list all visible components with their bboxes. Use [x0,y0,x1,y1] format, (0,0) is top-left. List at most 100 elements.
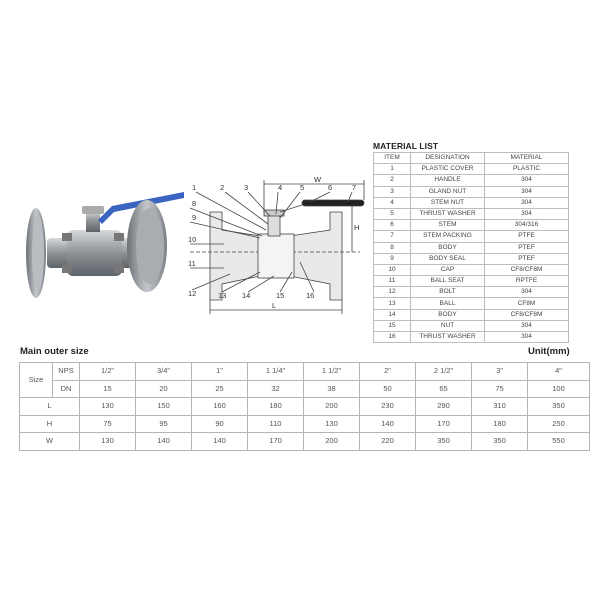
designation: BODY [410,308,485,321]
material: 304 [484,196,569,209]
item-number: 16 [373,330,411,344]
callout-15: 15 [276,291,284,300]
item-number: 9 [373,252,411,265]
item-number: 12 [373,286,411,299]
cell-value: 200 [303,432,360,451]
row-label: W [19,432,80,451]
item-number: 2 [373,174,411,187]
cell-value: 75 [79,414,136,433]
cell-value: 230 [359,397,416,416]
item-number: 5 [373,207,411,221]
callout-14: 14 [242,291,250,300]
cell-value: 200 [303,397,360,416]
cell-value: 350 [527,397,590,416]
dimension-row-l: L 130 150 160 180 200 230 290 310 350 [19,397,590,416]
dn-value: 15 [79,379,136,398]
material: CF8M [484,297,569,310]
cell-value: 180 [247,397,304,416]
material: 304 [484,174,569,187]
dn-row: DN 15 20 25 32 38 50 65 75 100 [20,379,590,398]
designation: BOLT [410,286,485,299]
header-designation: DESIGNATION [410,151,485,165]
item-number: 4 [373,196,411,209]
callout-11: 11 [188,259,196,268]
dn-value: 50 [359,379,416,398]
designation: HANDLE [410,174,485,187]
cell-value: 550 [527,432,590,451]
callout-3: 3 [244,183,248,192]
table-header-row: ITEM DESIGNATION MATERIAL [373,151,569,165]
material: RPTFE [484,275,569,288]
nps-value: 1/2" [79,362,136,381]
material: CF8/CF8M [484,308,569,321]
item-number: 7 [373,230,411,243]
dimension-row-h: H 75 95 90 110 130 140 170 180 250 [19,414,590,433]
callout-7: 7 [352,183,356,192]
unit-label: Unit(mm) [528,346,570,357]
nps-value: 1" [191,362,248,381]
callout-5: 5 [300,183,304,192]
cell-value: 130 [303,414,360,433]
cell-value: 350 [415,432,472,451]
dn-label: DN [52,379,80,398]
material: PLASTIC [484,163,569,176]
cell-value: 140 [135,432,192,451]
material: 304/316 [484,219,569,232]
material: CF8/CF8M [484,263,569,277]
designation: STEM PACKING [410,230,485,243]
material: 304 [484,185,569,198]
dimension-row-w: W 130 140 140 170 200 220 350 350 550 [19,432,590,451]
designation: GLAND NUT [410,185,485,198]
designation: STEM [410,219,485,232]
material: 304 [484,207,569,221]
cell-value: 150 [135,397,192,416]
callout-6: 6 [328,183,332,192]
item-number: 13 [373,297,411,310]
cross-section-diagram-icon: 1 2 3 4 5 6 7 8 9 10 11 12 13 14 15 16 W… [188,175,365,314]
nps-row: Size NPS 1/2" 3/4" 1" 1 1/4" 1 1/2" 2" 2… [19,362,590,398]
callout-16: 16 [306,291,314,300]
cell-value: 350 [471,432,528,451]
cell-value: 95 [135,414,192,433]
item-number: 10 [373,263,411,277]
row-label: H [19,414,80,433]
dn-value: 100 [527,379,590,398]
item-number: 8 [373,241,411,254]
header-material: MATERIAL [484,151,569,165]
dimension-w: W [314,175,322,184]
valve-cross-section-drawing: 1 2 3 4 5 6 7 8 9 10 11 12 13 14 15 16 W… [180,172,370,320]
cell-value: 180 [471,414,528,433]
designation: PLASTIC COVER [410,163,485,176]
nps-label: NPS [52,362,80,381]
designation: NUT [410,319,485,333]
material: 304 [484,286,569,299]
material: 304 [484,319,569,333]
size-table: Size NPS 1/2" 3/4" 1" 1 1/4" 1 1/2" 2" 2… [19,362,590,451]
nps-value: 3" [471,362,528,381]
designation: BALL SEAT [410,275,485,288]
cell-value: 220 [359,432,416,451]
item-number: 14 [373,308,411,321]
flanged-ball-valve-icon [26,192,184,298]
item-number: 6 [373,219,411,232]
cell-value: 290 [415,397,472,416]
nps-value: 2 1/2" [415,362,472,381]
header-item: ITEM [373,151,411,165]
cell-value: 130 [79,397,136,416]
cell-value: 140 [191,432,248,451]
callout-10: 10 [188,235,196,244]
callout-1: 1 [192,183,196,192]
material-list-title: MATERIAL LIST [373,141,439,151]
